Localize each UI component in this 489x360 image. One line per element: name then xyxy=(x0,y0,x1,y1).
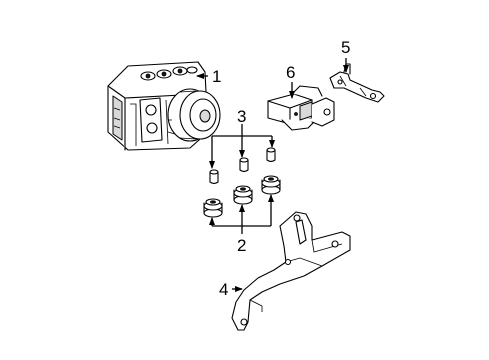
leader-lines xyxy=(196,58,349,292)
leader-2 xyxy=(209,194,274,234)
grommet-right xyxy=(261,175,281,195)
yaw-rate-sensor xyxy=(267,85,335,131)
small-bushings xyxy=(209,147,276,185)
grommet-center xyxy=(233,185,253,205)
callout-labels: 1 6 5 3 2 4 xyxy=(212,38,350,299)
sensor-link-bracket xyxy=(329,63,385,103)
callout-2: 2 xyxy=(237,236,246,255)
callout-4: 4 xyxy=(219,280,228,299)
callout-1: 1 xyxy=(212,67,221,86)
pump-motor xyxy=(167,88,221,142)
top-fittings xyxy=(140,66,198,81)
grommet-left xyxy=(203,198,223,218)
small-bushing-right xyxy=(266,147,276,163)
callout-6: 6 xyxy=(286,63,295,82)
small-bushing-left xyxy=(209,169,219,185)
leader-3 xyxy=(209,124,275,169)
small-bushing-center xyxy=(239,157,249,173)
callout-3: 3 xyxy=(237,107,246,126)
callout-5: 5 xyxy=(341,38,350,57)
mounting-bracket xyxy=(231,211,351,331)
abs-modulator-assembly xyxy=(107,61,221,151)
rubber-grommets xyxy=(203,175,281,218)
